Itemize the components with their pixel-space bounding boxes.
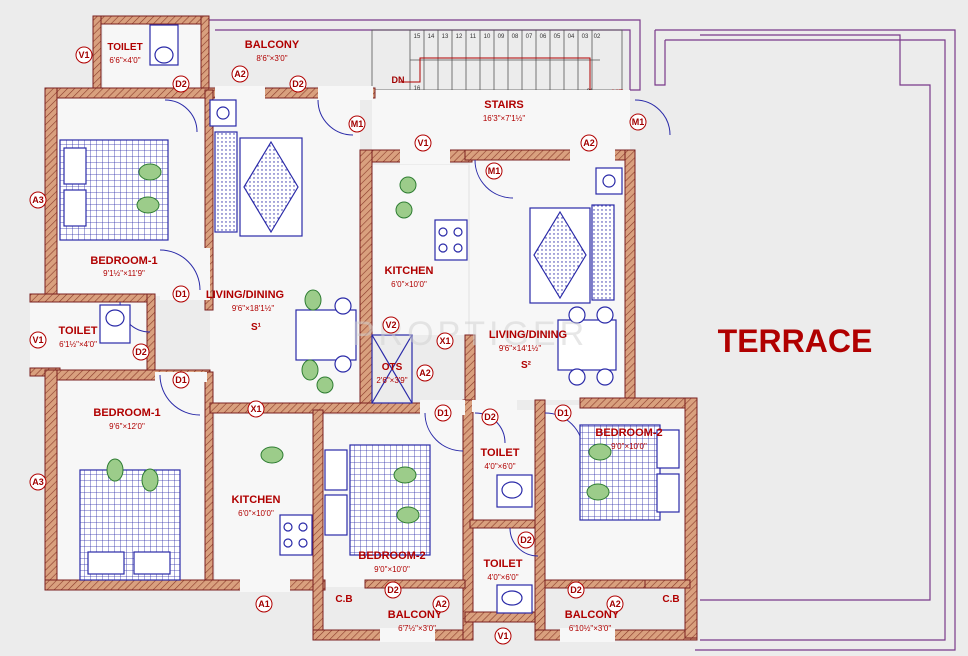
svg-text:A3: A3 bbox=[32, 477, 44, 487]
svg-text:06: 06 bbox=[540, 34, 547, 40]
svg-text:V1: V1 bbox=[78, 50, 89, 60]
bedroom1-top-name: BEDROOM-1 bbox=[90, 255, 157, 267]
svg-text:A2: A2 bbox=[435, 599, 447, 609]
svg-text:D2: D2 bbox=[175, 79, 187, 89]
living2-tag: S² bbox=[521, 360, 532, 371]
stairs-size: 16'3"×7'1½" bbox=[483, 114, 525, 123]
balcony-top-size: 8'6"×3'0" bbox=[256, 54, 287, 63]
svg-text:A1: A1 bbox=[258, 599, 270, 609]
kitchen-bottom-size: 6'0"×10'0" bbox=[238, 509, 274, 518]
kitchen-bottom-name: KITCHEN bbox=[232, 494, 281, 506]
opening-tag-text: V1 D2 A2 D2 M1 M1 V1 A2 A3 M1 D1 V1 D2 D… bbox=[32, 50, 644, 641]
svg-text:D1: D1 bbox=[175, 375, 187, 385]
svg-text:V2: V2 bbox=[385, 320, 396, 330]
svg-text:09: 09 bbox=[498, 34, 505, 40]
svg-text:13: 13 bbox=[442, 34, 449, 40]
stair-arrows bbox=[400, 57, 605, 93]
room-labels: TOILET 6'6"×4'0" BALCONY 8'6"×3'0" STAIR… bbox=[59, 39, 680, 633]
furniture bbox=[59, 24, 680, 614]
svg-text:D2: D2 bbox=[484, 412, 496, 422]
svg-text:D2: D2 bbox=[292, 79, 304, 89]
cb-left-label: C.B bbox=[335, 594, 352, 605]
balcony-top-name: BALCONY bbox=[245, 39, 300, 51]
kitchen-top-name: KITCHEN bbox=[385, 265, 434, 277]
bedroom2-right-size: 9'0"×10'0" bbox=[611, 442, 647, 451]
living2-name: LIVING/DINING bbox=[489, 329, 567, 341]
balcony-bottom-right-name: BALCONY bbox=[565, 609, 620, 621]
svg-text:02: 02 bbox=[594, 34, 601, 40]
svg-text:A2: A2 bbox=[234, 69, 246, 79]
bedroom1-top-size: 9'1½"×11'9" bbox=[103, 269, 145, 278]
svg-text:V1: V1 bbox=[497, 631, 508, 641]
kitchen-top-size: 6'0"×10'0" bbox=[391, 280, 427, 289]
bedroom1-bottom-size: 9'6"×12'0" bbox=[109, 422, 145, 431]
living1-size: 9'6"×18'1½" bbox=[232, 304, 274, 313]
svg-text:03: 03 bbox=[582, 34, 589, 40]
svg-text:11: 11 bbox=[470, 34, 477, 40]
svg-text:M1: M1 bbox=[351, 119, 364, 129]
living1-tag: S¹ bbox=[251, 322, 262, 333]
svg-text:X1: X1 bbox=[439, 336, 450, 346]
terrace-label: TERRACE bbox=[718, 323, 873, 359]
cb-right-label: C.B bbox=[662, 594, 679, 605]
svg-text:A2: A2 bbox=[419, 368, 431, 378]
ots-size: 2'6"×3'9" bbox=[376, 376, 407, 385]
bedroom1-bottom-name: BEDROOM-1 bbox=[93, 407, 160, 419]
svg-text:A2: A2 bbox=[583, 138, 595, 148]
svg-text:A2: A2 bbox=[609, 599, 621, 609]
svg-text:12: 12 bbox=[456, 34, 463, 40]
svg-text:07: 07 bbox=[526, 34, 533, 40]
svg-text:V1: V1 bbox=[417, 138, 428, 148]
stair-step-16: 16 bbox=[414, 86, 421, 92]
walls bbox=[29, 15, 698, 641]
balcony-bottom-left-name: BALCONY bbox=[388, 609, 443, 621]
ots-name: OTS bbox=[382, 362, 403, 373]
svg-text:D1: D1 bbox=[557, 408, 569, 418]
toilet-mid-name: TOILET bbox=[481, 447, 520, 459]
svg-text:D2: D2 bbox=[387, 585, 399, 595]
svg-text:M1: M1 bbox=[632, 117, 645, 127]
balcony-bottom-left-size: 6'7½"×3'0" bbox=[398, 624, 436, 633]
svg-text:X1: X1 bbox=[250, 404, 261, 414]
svg-text:15: 15 bbox=[414, 34, 421, 40]
toilet-top-name: TOILET bbox=[107, 42, 142, 53]
svg-text:05: 05 bbox=[554, 34, 561, 40]
toilet-low-size: 4'0"×6'0" bbox=[487, 573, 518, 582]
opening-tags bbox=[29, 46, 647, 645]
svg-text:A3: A3 bbox=[32, 195, 44, 205]
toilet-left-name: TOILET bbox=[59, 325, 98, 337]
plant-icons bbox=[106, 163, 612, 524]
svg-text:14: 14 bbox=[428, 34, 435, 40]
svg-text:D1: D1 bbox=[437, 408, 449, 418]
svg-text:10: 10 bbox=[484, 34, 491, 40]
svg-text:D2: D2 bbox=[570, 585, 582, 595]
stairs-name: STAIRS bbox=[484, 99, 524, 111]
stair-down-marker: DN bbox=[392, 75, 405, 85]
living1-name: LIVING/DINING bbox=[206, 289, 284, 301]
toilet-top-size: 6'6"×4'0" bbox=[109, 56, 140, 65]
svg-text:D2: D2 bbox=[520, 535, 532, 545]
living2-size: 9'6"×14'1½" bbox=[499, 344, 541, 353]
svg-text:M1: M1 bbox=[488, 166, 501, 176]
svg-text:V1: V1 bbox=[32, 335, 43, 345]
svg-text:08: 08 bbox=[512, 34, 519, 40]
svg-text:D2: D2 bbox=[135, 347, 147, 357]
terrace-boundary bbox=[205, 19, 956, 651]
svg-text:04: 04 bbox=[568, 34, 575, 40]
toilet-mid-size: 4'0"×6'0" bbox=[484, 462, 515, 471]
toilet-left-size: 6'1½"×4'0" bbox=[59, 340, 97, 349]
bedroom2-bottom-name: BEDROOM-2 bbox=[358, 550, 425, 562]
bedroom2-right-name: BEDROOM-2 bbox=[595, 427, 662, 439]
toilet-low-name: TOILET bbox=[484, 558, 523, 570]
bedroom2-bottom-size: 9'0"×10'0" bbox=[374, 565, 410, 574]
svg-text:D1: D1 bbox=[175, 289, 187, 299]
balcony-bottom-right-size: 6'10½"×3'0" bbox=[569, 624, 611, 633]
